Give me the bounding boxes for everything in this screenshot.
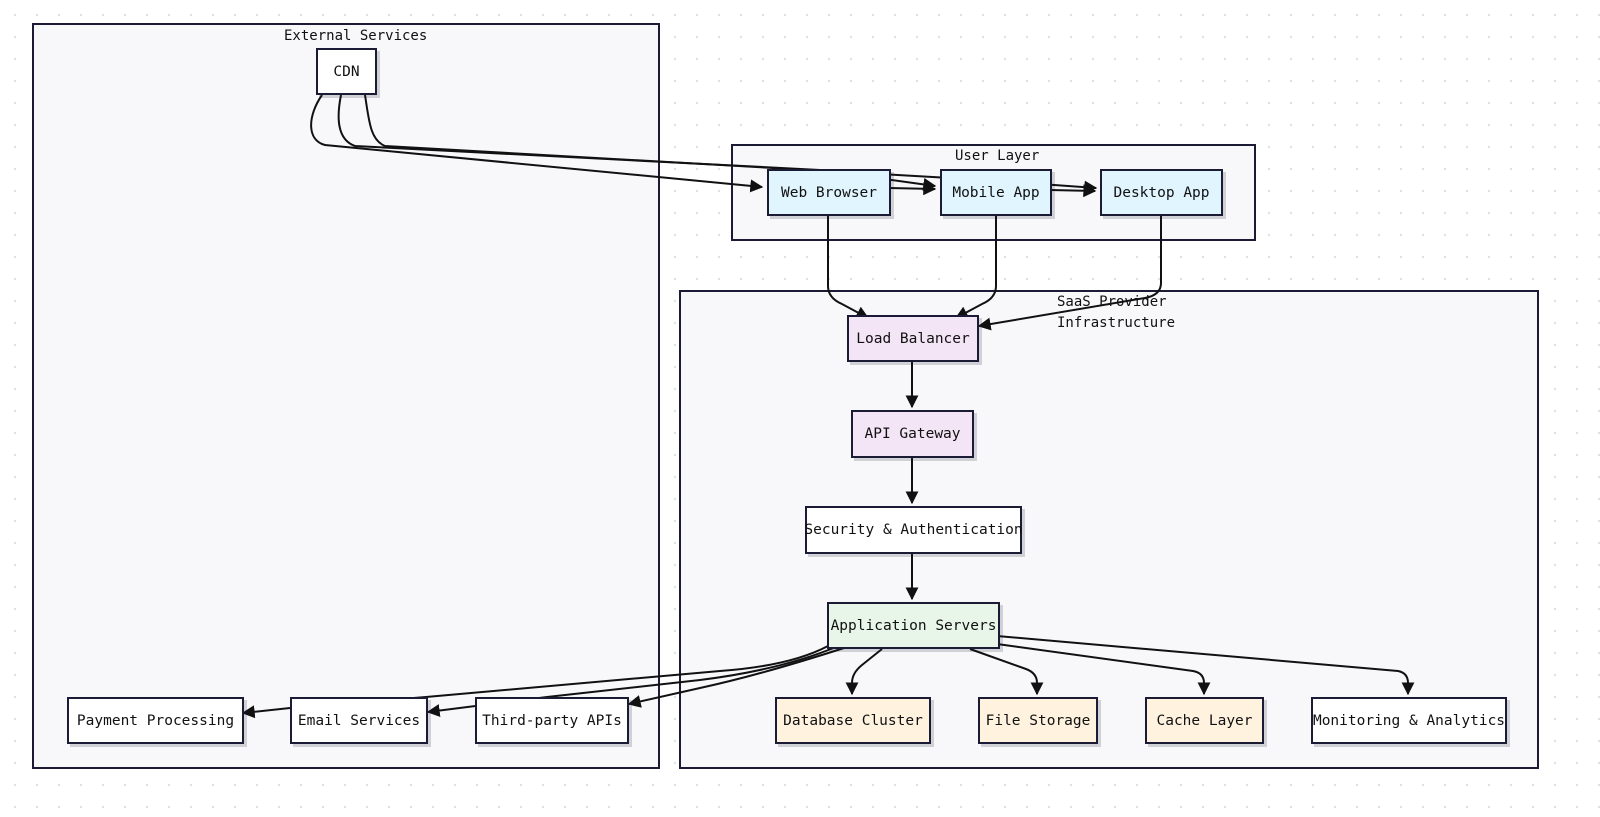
edge-web-browser-mobile-app (888, 182, 937, 196)
node-email-services[interactable]: Email Services (290, 697, 428, 744)
edge-cdn-web-browser (310, 94, 764, 193)
edge-app-servers-cache (996, 643, 1211, 696)
edge-web-browser-load-balancer (827, 216, 870, 319)
node-api-gateway-label: API Gateway (864, 426, 961, 442)
node-database-cluster-label: Database Cluster (783, 712, 923, 729)
node-application-servers-label: Application Servers (830, 617, 997, 634)
edge-app-servers-file-storage (969, 648, 1044, 696)
edge-cdn-mobile-app (337, 94, 937, 191)
node-monitoring-analytics-label: Monitoring & Analytics (1312, 712, 1506, 729)
group-title-external-services: External Services (284, 28, 428, 44)
node-web-browser-label: Web Browser (780, 184, 878, 201)
node-file-storage-label: File Storage (985, 712, 1091, 729)
node-api-gateway[interactable]: API Gateway (851, 410, 974, 458)
node-mobile-app-label: Mobile App (952, 184, 1040, 201)
edge-app-servers-database (845, 648, 883, 696)
group-title-saas-provider: SaaS Provider Infrastructure (1057, 294, 1176, 331)
node-database-cluster[interactable]: Database Cluster (775, 697, 931, 744)
node-web-browser[interactable]: Web Browser (767, 169, 891, 216)
edge-mobile-app-load-balancer (954, 216, 997, 319)
node-security-authentication[interactable]: Security & Authentication (804, 506, 1023, 554)
node-application-servers[interactable]: Application Servers (827, 602, 1000, 649)
node-third-party-apis[interactable]: Third-party APIs (475, 697, 629, 744)
edge-app-servers-monitoring (996, 635, 1415, 696)
node-file-storage[interactable]: File Storage (978, 697, 1098, 744)
node-desktop-app[interactable]: Desktop App (1100, 169, 1223, 216)
node-load-balancer[interactable]: Load Balancer (847, 315, 979, 362)
edge-desktop-app-load-balancer (977, 216, 1162, 331)
edge-mobile-app-desktop-app (1049, 184, 1097, 198)
edge-app-servers-email (426, 646, 837, 717)
node-payment-processing[interactable]: Payment Processing (67, 697, 244, 744)
node-cdn-label: CDN (333, 63, 360, 80)
node-mobile-app[interactable]: Mobile App (940, 169, 1052, 216)
node-third-party-apis-label: Third-party APIs (482, 712, 622, 729)
node-monitoring-analytics[interactable]: Monitoring & Analytics (1311, 697, 1507, 744)
edge-cdn-desktop-app (364, 94, 1098, 194)
node-email-services-label: Email Services (297, 712, 421, 729)
node-security-authentication-label: Security & Authentication (804, 522, 1023, 538)
node-desktop-app-label: Desktop App (1113, 184, 1210, 201)
group-saas-provider: SaaS Provider Infrastructure (679, 290, 1539, 769)
node-load-balancer-label: Load Balancer (856, 330, 970, 347)
group-title-user-layer: User Layer (955, 148, 1040, 164)
edge-app-servers-payment (241, 645, 829, 719)
node-cache-layer[interactable]: Cache Layer (1145, 697, 1264, 744)
node-cache-layer-label: Cache Layer (1156, 712, 1253, 729)
node-payment-processing-label: Payment Processing (76, 712, 235, 729)
node-cdn[interactable]: CDN (316, 48, 377, 95)
edge-app-servers-third-party (627, 647, 845, 708)
